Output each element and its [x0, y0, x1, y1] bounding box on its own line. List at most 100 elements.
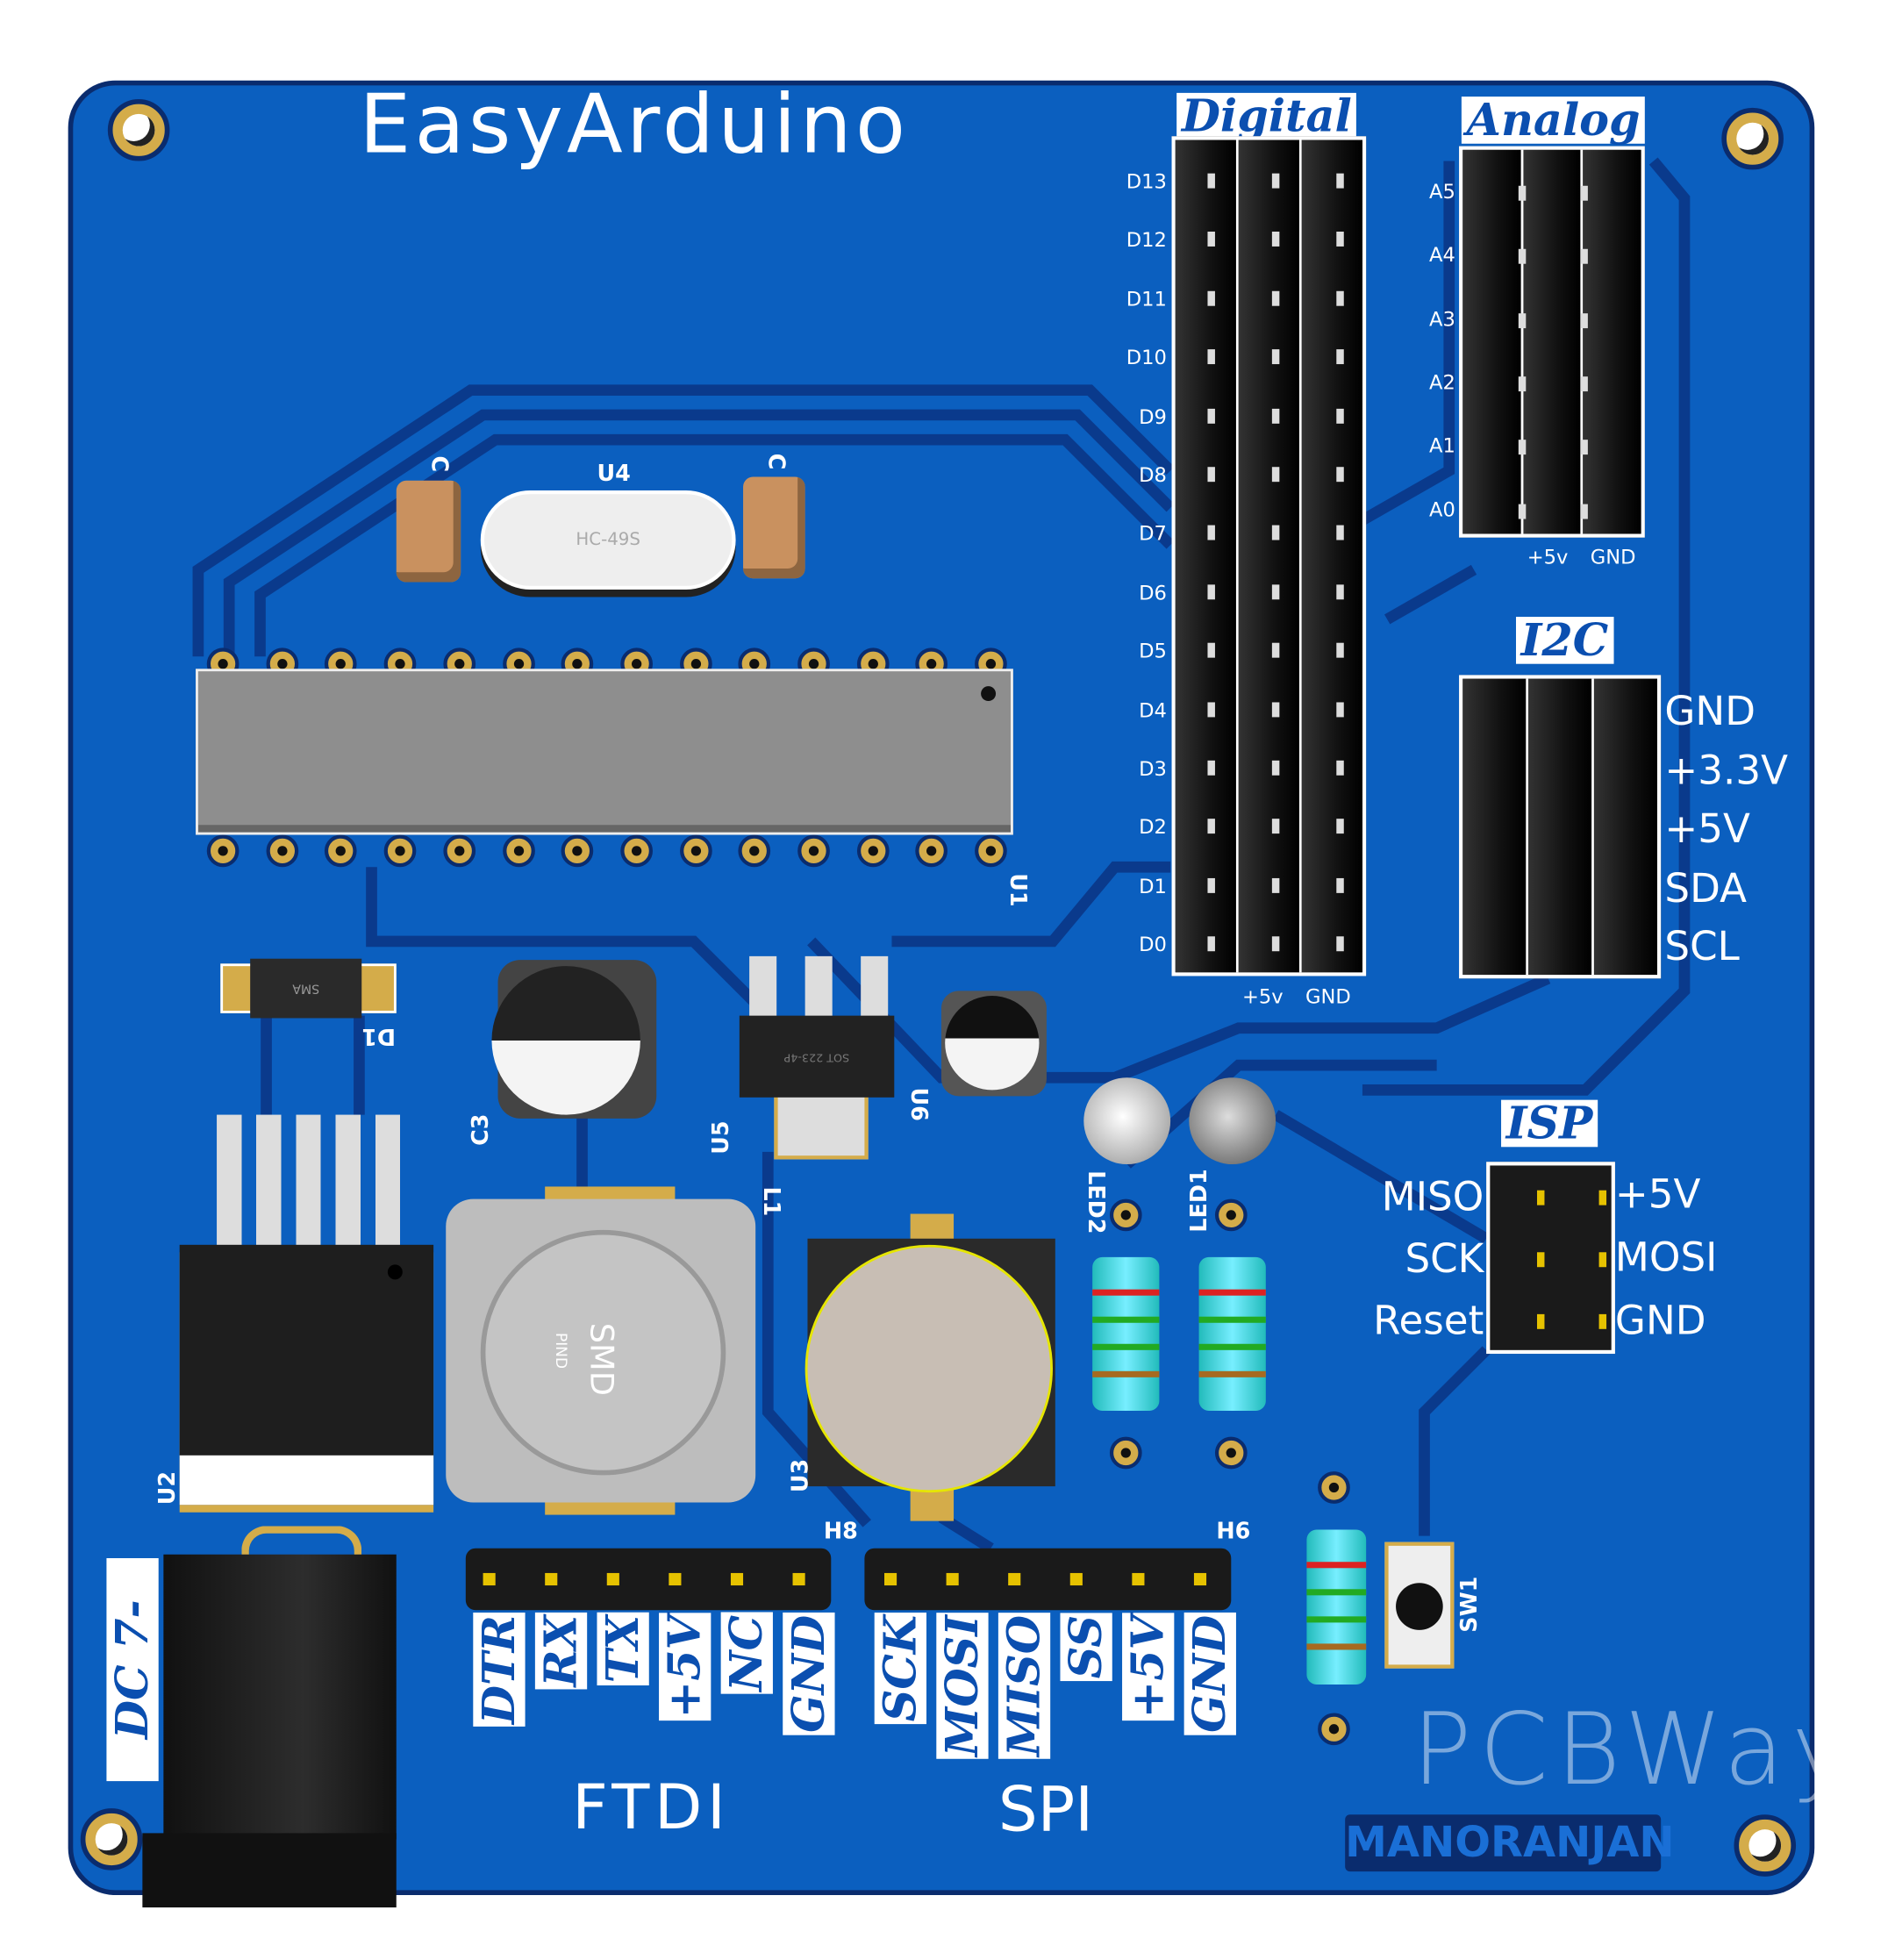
spi-pin-label: MOSI — [936, 1613, 989, 1759]
analog-header-label: Analog — [1461, 97, 1646, 144]
header-pin — [483, 1572, 496, 1586]
pin — [1598, 1252, 1607, 1268]
inductor-marking-pind: PIND — [552, 1333, 570, 1369]
ftdi-pin-label: DTR — [473, 1613, 526, 1727]
i2c-pin-header[interactable] — [1459, 675, 1662, 979]
coin-cell-battery — [804, 1244, 1053, 1493]
header-pin — [1336, 173, 1344, 189]
ftdi-pin-label: GND — [783, 1613, 835, 1735]
mounting-hole-bottom-right — [1734, 1814, 1797, 1877]
header-pin — [1207, 936, 1215, 952]
spi-pin-label: +5V — [1122, 1613, 1175, 1721]
ftdi-header[interactable] — [465, 1548, 832, 1611]
analog-pin-label: A3 — [1428, 306, 1455, 331]
header-pin — [1336, 349, 1344, 365]
capacitor-u6 — [940, 991, 1047, 1097]
digital-pin-label: D12 — [1126, 228, 1167, 253]
header-pin — [1336, 877, 1344, 893]
header-pin — [545, 1572, 558, 1586]
header-column — [1175, 139, 1239, 973]
capacitor-c-left — [396, 480, 461, 583]
pin — [1598, 1313, 1607, 1329]
ic-pin-pad — [797, 834, 830, 868]
u5-label: U5 — [708, 1120, 735, 1155]
pin — [1536, 1190, 1545, 1205]
header-pin — [1207, 584, 1215, 600]
spi-pin-label: GND — [1183, 1613, 1236, 1735]
ic-pin-pad — [620, 834, 653, 868]
resistor-pad — [1214, 1436, 1248, 1470]
reset-button-sw1[interactable] — [1384, 1542, 1455, 1669]
inductor-l1: SMD PIND — [446, 1198, 756, 1503]
header-pin — [1271, 760, 1280, 776]
header-pin — [1207, 819, 1215, 834]
mounting-hole-bottom-left — [80, 1808, 143, 1871]
header-pin — [1336, 467, 1344, 483]
header-pin — [1271, 584, 1280, 600]
header-pin — [1518, 440, 1527, 455]
isp-pin-label: +5V — [1614, 1170, 1701, 1218]
u2-label: U2 — [154, 1470, 182, 1506]
header-pin — [1207, 877, 1215, 893]
header-pin — [1207, 760, 1215, 776]
header-pin — [1336, 760, 1344, 776]
digital-pin-label: D4 — [1139, 697, 1167, 722]
d1-label: D1 — [361, 1023, 397, 1049]
regulator-u2 — [179, 1244, 434, 1506]
header-pin — [1271, 408, 1280, 424]
ic-pin-pad — [443, 834, 476, 868]
i2c-pin-label: SCL — [1664, 922, 1740, 970]
resistor-reset — [1306, 1529, 1367, 1685]
regulator-lead — [804, 955, 833, 1019]
header-pin — [1271, 290, 1280, 306]
i2c-pin-label: +5V — [1664, 805, 1750, 853]
inductor-marking-smd: SMD — [582, 1322, 619, 1397]
i2c-header-label: I2C — [1515, 617, 1613, 664]
isp-header-label: ISP — [1501, 1099, 1598, 1148]
sw1-label: SW1 — [1456, 1576, 1483, 1633]
header-pin — [792, 1572, 805, 1586]
power-input-label: DC 7-30v — [106, 1557, 211, 1782]
digital-header-label: Digital — [1176, 92, 1357, 140]
analog-pin-header[interactable] — [1459, 146, 1645, 538]
header-pin — [1271, 349, 1280, 365]
resistor-pad — [1109, 1198, 1142, 1232]
header-pin — [1580, 249, 1588, 265]
ftdi-label: FTDI — [572, 1770, 731, 1843]
header-pin — [1580, 440, 1588, 455]
isp-pin-header[interactable] — [1486, 1162, 1615, 1355]
pcbway-watermark: PCBWay — [1412, 1692, 1858, 1807]
header-pin — [1271, 701, 1280, 717]
mounting-hole-top-right — [1721, 107, 1784, 170]
header-pin — [1580, 376, 1588, 391]
ftdi-pin-label: +5V — [659, 1613, 712, 1721]
author-label: MANORANJAN — [1345, 1814, 1675, 1872]
header-pin — [1580, 185, 1588, 201]
digital-pin-label: D7 — [1139, 521, 1167, 546]
header-column — [1528, 678, 1594, 976]
digital-pin-label: D3 — [1139, 756, 1167, 781]
board-title: EasyArduino — [359, 76, 910, 173]
header-column — [1301, 139, 1362, 973]
spi-header[interactable] — [864, 1548, 1232, 1611]
resistor-pad — [1214, 1198, 1248, 1232]
ic-pin-pad — [325, 834, 358, 868]
header-pin — [1336, 936, 1344, 952]
analog-bottom-gnd-label: GND — [1590, 545, 1636, 569]
digital-pin-header[interactable] — [1171, 136, 1367, 976]
u6-label: U6 — [905, 1087, 932, 1121]
ftdi-pin-label: NC — [720, 1613, 773, 1694]
header-pin — [946, 1572, 959, 1586]
header-pin — [1207, 290, 1215, 306]
pin — [1598, 1190, 1607, 1205]
pin1-dot — [981, 686, 997, 702]
header-pin — [1193, 1572, 1207, 1586]
l1-label: L1 — [757, 1186, 784, 1217]
crystal-marking: HC-49S — [576, 530, 640, 550]
header-pin — [1008, 1572, 1021, 1586]
header-pin — [1207, 232, 1215, 247]
spi-pin-label: SS — [1060, 1613, 1112, 1682]
dc-power-jack[interactable] — [163, 1554, 397, 1840]
i2c-pin-label: GND — [1664, 687, 1756, 735]
led2 — [1083, 1077, 1171, 1165]
